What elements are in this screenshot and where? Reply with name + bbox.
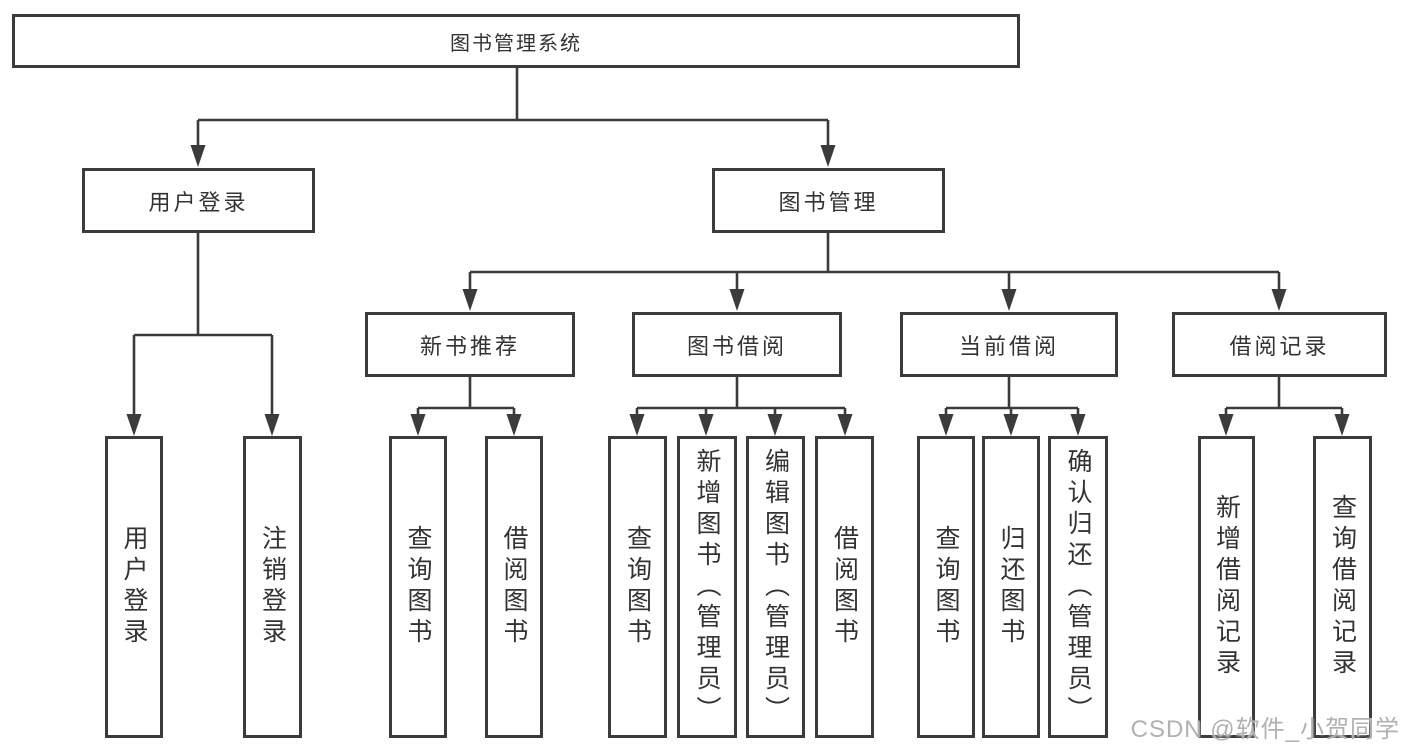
arrowhead [1271, 289, 1287, 311]
connector-borrow-records-branch [1224, 377, 1344, 415]
watermark: CSDN @软件_小贺同学 [1130, 716, 1400, 743]
leaf-label: 新增借阅记录 [1212, 494, 1241, 680]
leaf-label: 用户登录 [120, 525, 148, 649]
leaf-query-book-recommend: 查询图书 [389, 436, 447, 738]
leaf-label: 编辑图书（管理员） [761, 447, 790, 727]
arrowhead [126, 414, 142, 436]
leaf-logout: 注销登录 [243, 436, 302, 738]
node-label: 图书管理 [778, 189, 879, 215]
node-borrow-records: 借阅记录 [1172, 312, 1387, 377]
leaf-edit-book-admin: 编辑图书（管理员） [746, 436, 805, 738]
arrowhead [462, 289, 478, 311]
leaf-borrow-book: 借阅图书 [815, 436, 874, 738]
arrowhead [1334, 414, 1350, 436]
leaf-label: 借阅图书 [500, 525, 528, 649]
node-library-management-system: 图书管理系统 [12, 14, 1020, 68]
leaf-add-borrow-record: 新增借阅记录 [1198, 436, 1255, 738]
arrowhead [629, 414, 645, 436]
leaf-query-book-current: 查询图书 [917, 436, 975, 738]
leaf-label: 新增图书（管理员） [693, 447, 721, 727]
node-book-management: 图书管理 [712, 168, 945, 233]
connector-book-management-branch [468, 233, 1281, 290]
arrowhead [410, 414, 426, 436]
leaf-label: 注销登录 [258, 525, 287, 649]
leaf-label: 借阅图书 [830, 525, 859, 649]
leaf-label: 查询图书 [404, 525, 432, 649]
arrowhead [1003, 414, 1019, 436]
arrowhead [1070, 414, 1086, 436]
arrowhead [1001, 289, 1017, 311]
connector-current-borrow-branch [944, 377, 1080, 415]
arrowhead [767, 414, 783, 436]
arrowhead [506, 414, 522, 436]
arrowhead [264, 414, 280, 436]
leaf-label: 确认归还（管理员） [1064, 447, 1092, 727]
leaf-borrow-book-recommend: 借阅图书 [485, 436, 543, 738]
node-label: 当前借阅 [958, 333, 1059, 359]
connector-user-login-branch [132, 233, 274, 415]
leaf-confirm-return-admin: 确认归还（管理员） [1048, 436, 1108, 738]
arrowhead [190, 145, 206, 167]
leaf-label: 查询图书 [932, 525, 960, 649]
arrowhead [1218, 414, 1234, 436]
arrowhead [938, 414, 954, 436]
arrowhead [837, 414, 853, 436]
arrowhead [820, 145, 836, 167]
arrowhead [729, 289, 745, 311]
node-label: 借阅记录 [1229, 333, 1330, 359]
arrowhead [698, 414, 714, 436]
leaf-label: 查询图书 [623, 525, 652, 649]
leaf-label: 查询借阅记录 [1328, 494, 1357, 680]
connector-root-to-level2 [196, 68, 830, 148]
connector-book-borrow-branch [635, 377, 847, 415]
leaf-return-book: 归还图书 [982, 436, 1040, 738]
node-label: 用户登录 [148, 189, 249, 215]
node-current-borrow: 当前借阅 [900, 312, 1118, 377]
node-user-login: 用户登录 [82, 168, 315, 233]
connector-new-book-recommend-branch [416, 377, 516, 415]
node-label: 图书借阅 [686, 333, 787, 359]
node-book-borrow: 图书借阅 [632, 312, 842, 377]
leaf-user-login: 用户登录 [105, 436, 163, 738]
leaf-query-borrow-record: 查询借阅记录 [1313, 436, 1372, 738]
leaf-add-book-admin: 新增图书（管理员） [677, 436, 737, 738]
leaf-label: 归还图书 [997, 525, 1025, 649]
node-new-book-recommend: 新书推荐 [365, 312, 575, 377]
node-label: 图书管理系统 [450, 32, 582, 55]
leaf-query-book-borrow: 查询图书 [608, 436, 667, 738]
node-label: 新书推荐 [419, 333, 520, 359]
